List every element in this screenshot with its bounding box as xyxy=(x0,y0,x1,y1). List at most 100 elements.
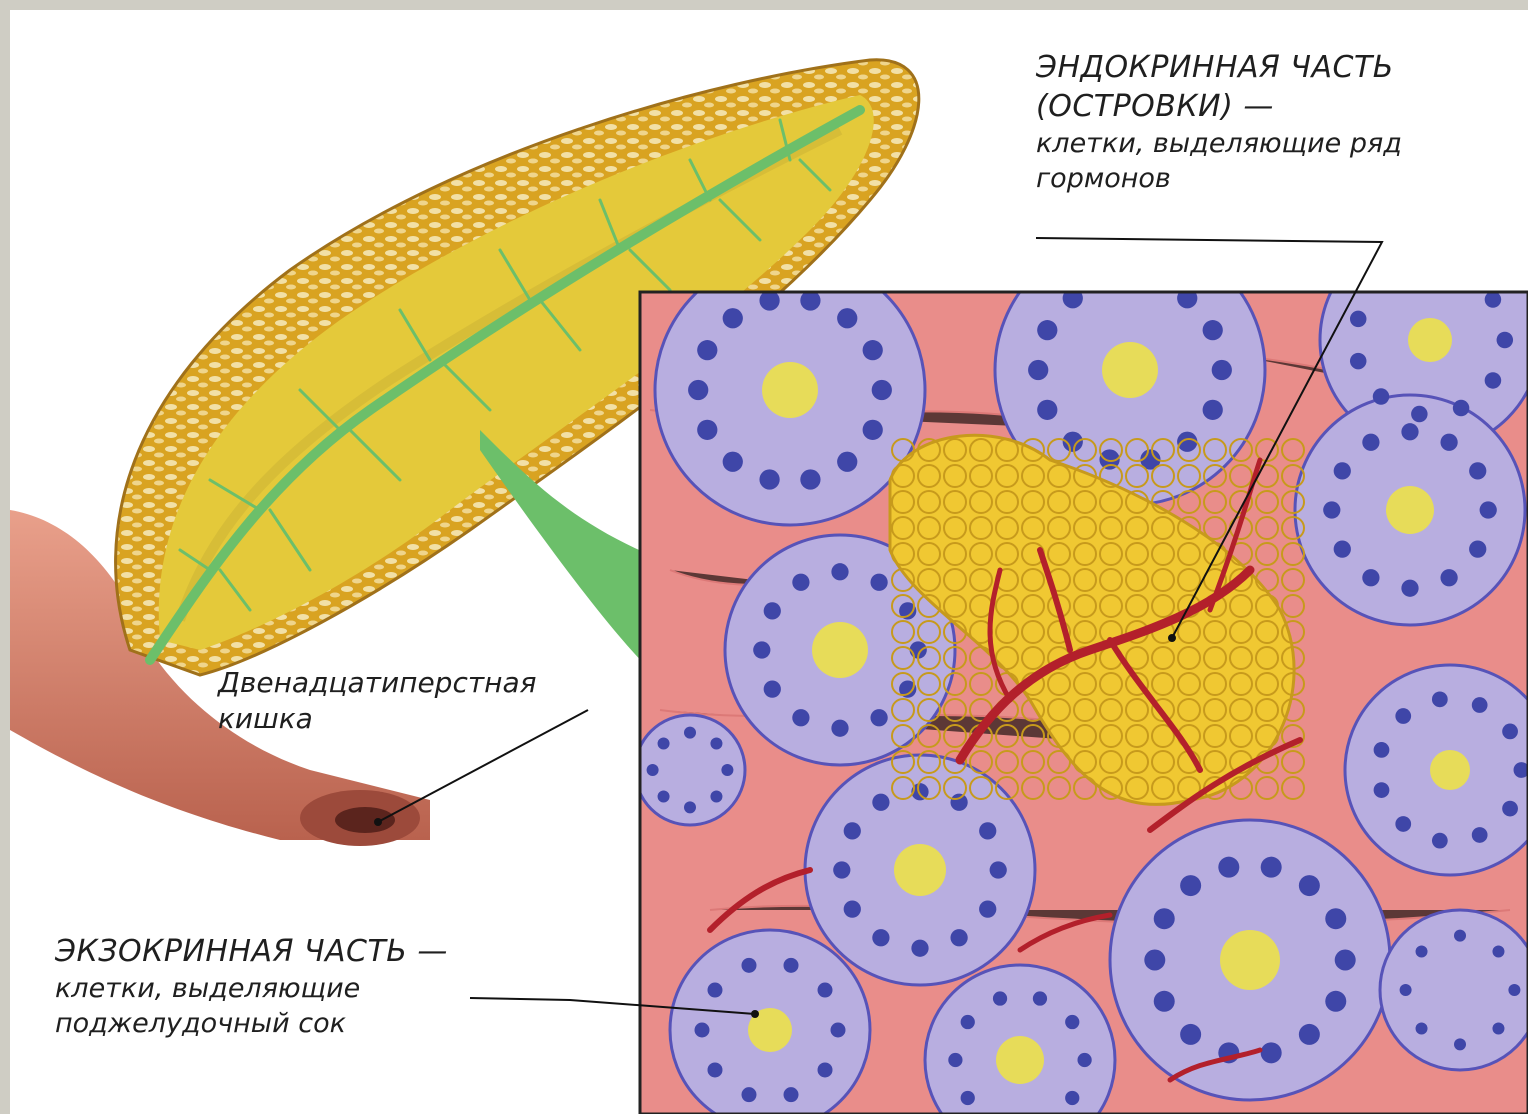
acinar-cell-nucleus xyxy=(1485,372,1502,389)
diagram-stage: ЭНДОКРИННАЯ ЧАСТЬ (ОСТРОВКИ) — клетки, в… xyxy=(10,10,1528,1114)
acinar-cell-nucleus xyxy=(837,452,857,472)
acinar-cell-nucleus xyxy=(1492,946,1504,958)
acinar-cell-nucleus xyxy=(1480,501,1497,518)
acinar-cell-nucleus xyxy=(1299,875,1320,896)
acinar-cell-nucleus xyxy=(764,602,781,619)
acinar-cell-nucleus xyxy=(1453,400,1470,417)
acinar-cell-nucleus xyxy=(1454,1038,1466,1050)
acinar-cell-nucleus xyxy=(1401,423,1418,440)
exocrine-title: ЭКЗОКРИННАЯ ЧАСТЬ — xyxy=(55,932,448,971)
acinar-cell-nucleus xyxy=(872,929,889,946)
acinar-cell-nucleus xyxy=(1472,827,1488,843)
acinar-cell-nucleus xyxy=(684,801,696,813)
acinar-cell-nucleus xyxy=(1374,742,1390,758)
duodenum-label-line2: кишка xyxy=(218,701,536,737)
endocrine-title-line2: (ОСТРОВКИ) — xyxy=(1036,87,1402,126)
acinar-cell-nucleus xyxy=(948,1053,962,1067)
acinar-cell-nucleus xyxy=(1432,691,1448,707)
acinar-cell-nucleus xyxy=(697,420,717,440)
acinar-cell-nucleus xyxy=(1432,833,1448,849)
acinar-cell-nucleus xyxy=(1472,697,1488,713)
exocrine-desc-line2: поджелудочный сок xyxy=(55,1006,448,1041)
acinar-cell-nucleus xyxy=(1362,569,1379,586)
acinar-cell-nucleus xyxy=(950,929,967,946)
acinar-cell-nucleus xyxy=(1411,406,1428,423)
acinar-cell-nucleus xyxy=(872,380,892,400)
acinar-cell-nucleus xyxy=(1440,434,1457,451)
acinar-cell-nucleus xyxy=(1416,946,1428,958)
acinar-cell-nucleus xyxy=(1177,432,1197,452)
acinar-cell-nucleus xyxy=(961,1091,975,1105)
acinar-cell-nucleus xyxy=(1099,270,1119,290)
acinar-cell-nucleus xyxy=(990,861,1007,878)
acinar-cell-nucleus xyxy=(741,958,756,973)
acinar-cell-nucleus xyxy=(684,727,696,739)
acinar-cell-nucleus xyxy=(1502,801,1518,817)
acinar-cell-nucleus xyxy=(979,822,996,839)
acinar-cell-nucleus xyxy=(1065,1091,1079,1105)
acinar-cell-nucleus xyxy=(844,822,861,839)
acinar-cell-nucleus xyxy=(1323,501,1340,518)
acinar-cell-nucleus xyxy=(1261,1042,1282,1063)
acinar-cell-nucleus xyxy=(1502,724,1518,740)
acinar-cell-nucleus xyxy=(1453,264,1470,281)
acinar-cell-nucleus xyxy=(697,340,717,360)
acinar-cell-nucleus xyxy=(710,738,722,750)
acinar-cell-nucleus xyxy=(1065,1015,1079,1029)
acinar-cell-nucleus xyxy=(647,764,659,776)
acinar-cell-nucleus xyxy=(1374,782,1390,798)
acinar-cell-nucleus xyxy=(831,563,848,580)
acinar-cell-nucleus xyxy=(1416,1022,1428,1034)
acinar-cell-nucleus xyxy=(1144,950,1165,971)
acinar-cell-nucleus xyxy=(1335,950,1356,971)
acinar-cell-nucleus xyxy=(863,340,883,360)
acinar-cell-nucleus xyxy=(1373,388,1390,405)
acinar-cell-nucleus xyxy=(863,420,883,440)
acinar-cell-nucleus xyxy=(1218,857,1239,878)
acinar-cell-nucleus xyxy=(695,1023,710,1038)
acinar-cell-nucleus xyxy=(1411,258,1428,275)
acinar-cell-nucleus xyxy=(688,380,708,400)
acinar-cell-nucleus xyxy=(721,764,733,776)
acinar-cell-nucleus xyxy=(658,738,670,750)
acinar-cell-nucleus xyxy=(870,709,887,726)
acinar-cell-nucleus xyxy=(833,861,850,878)
acinar-cell-nucleus xyxy=(1395,708,1411,724)
acinar-cell-nucleus xyxy=(1401,580,1418,597)
acinar-cell-nucleus xyxy=(1497,332,1514,349)
acinar-cell-nucleus xyxy=(1154,991,1175,1012)
acinar-cell-nucleus xyxy=(741,1087,756,1102)
acinar-cell-nucleus xyxy=(759,469,779,489)
acinar-cell-nucleus xyxy=(1203,320,1223,340)
duodenum-label-line1: Двенадцатиперстная xyxy=(218,665,536,701)
acinar-cell-nucleus xyxy=(707,983,722,998)
acinar-cell-nucleus xyxy=(1154,908,1175,929)
acinar-cell-nucleus xyxy=(764,680,781,697)
acinar-cell-nucleus xyxy=(961,1015,975,1029)
acinar-cell-nucleus xyxy=(1350,353,1367,370)
endocrine-title-line1: ЭНДОКРИННАЯ ЧАСТЬ xyxy=(1036,48,1402,87)
acinar-cell-nucleus xyxy=(872,794,889,811)
acinar-cell-nucleus xyxy=(1077,1053,1091,1067)
acinar-cell-nucleus xyxy=(1334,540,1351,557)
acinar-cell-nucleus xyxy=(1325,908,1346,929)
acinar-cell-nucleus xyxy=(800,469,820,489)
acinar-cell-nucleus xyxy=(710,790,722,802)
acinar-cell-nucleus xyxy=(1508,984,1520,996)
acinar-cell-nucleus xyxy=(818,983,833,998)
acinar-cell-nucleus xyxy=(1350,311,1367,328)
acinar-cell-nucleus xyxy=(831,1023,846,1038)
acinar-cell-nucleus xyxy=(1180,875,1201,896)
acinar-cell-nucleus xyxy=(723,452,743,472)
endocrine-desc-line2: гормонов xyxy=(1036,161,1402,196)
acinar-cell-nucleus xyxy=(1485,291,1502,308)
acinar-cell-nucleus xyxy=(1334,462,1351,479)
acinar-cell-nucleus xyxy=(831,720,848,737)
acinar-cell-nucleus xyxy=(1037,400,1057,420)
exocrine-part-label: ЭКЗОКРИННАЯ ЧАСТЬ — клетки, выделяющие п… xyxy=(55,932,448,1041)
acinar-cell-nucleus xyxy=(1325,991,1346,1012)
acinar-cell-nucleus xyxy=(1261,857,1282,878)
acinar-cell-nucleus xyxy=(1037,320,1057,340)
acinar-cell-nucleus xyxy=(1203,400,1223,420)
acinar-cell-nucleus xyxy=(911,940,928,957)
